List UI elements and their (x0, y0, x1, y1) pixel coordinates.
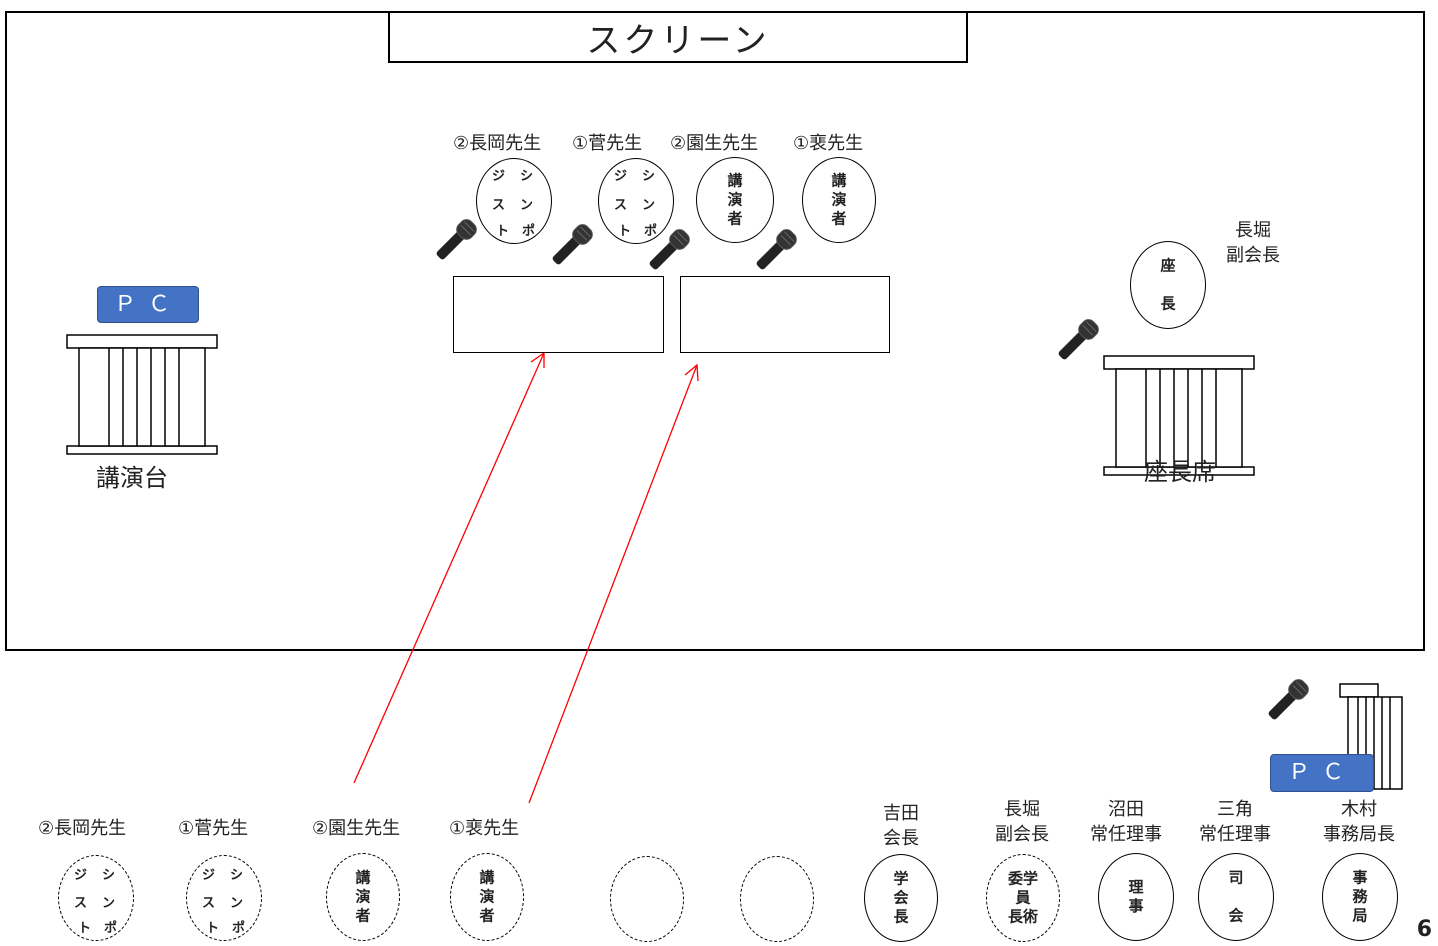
official-seat: 理 事 (1098, 853, 1174, 941)
stage-name-label: ①裵先生 (793, 133, 864, 154)
chair-name-label: 長堀 副会長 (1226, 220, 1280, 266)
floor-seat-empty (610, 856, 684, 942)
official-seat: 学 会 長 (864, 854, 938, 942)
floor-name-label: ①裵先生 (449, 818, 520, 839)
microphone-icon (1054, 316, 1102, 364)
microphone-icon (1264, 676, 1312, 724)
floor-seat-symposium: ジ シ ス ン ト ポ (186, 855, 262, 941)
floor-name-label: ②園生先生 (312, 818, 401, 839)
official-seat: 事 務 局 (1322, 853, 1398, 941)
official-name-label: 長堀 副会長 (995, 799, 1049, 845)
stage-desk (453, 276, 664, 353)
floor-seat-empty (740, 856, 814, 942)
microphone-icon (752, 226, 800, 274)
pc-box: ＰＣ (97, 286, 199, 323)
floor-seat-speaker: 講 演 者 (450, 853, 524, 941)
podium-lectern (66, 334, 218, 455)
microphone-icon (432, 216, 480, 264)
stage-name-label: ②長岡先生 (453, 133, 542, 154)
chair-seat-label: 座長席 (1144, 458, 1216, 486)
official-name-label: 吉田 会長 (883, 803, 919, 849)
microphone-icon (548, 221, 596, 269)
chair-seat: 座 長 (1130, 241, 1206, 329)
official-seat: 委学 員 長術 (986, 854, 1060, 942)
stage-seat-symposium: ジ シ ス ン ト ポ (598, 158, 674, 244)
stage-seat-symposium: ジ シ ス ン ト ポ (476, 158, 552, 244)
pc-box: ＰＣ (1270, 754, 1374, 792)
floor-seat-symposium: ジ シ ス ン ト ポ (58, 855, 134, 941)
official-name-label: 三角 常任理事 (1199, 799, 1271, 845)
stage-seat-speaker: 講 演 者 (802, 157, 876, 243)
stage-name-label: ②園生先生 (670, 133, 759, 154)
floor-name-label: ②長岡先生 (38, 818, 127, 839)
floor-name-label: ①菅先生 (178, 818, 249, 839)
floor-seat-speaker: 講 演 者 (326, 853, 400, 941)
screen-box: スクリーン (388, 11, 968, 63)
move-arrow (353, 351, 545, 784)
move-arrow (528, 363, 699, 804)
stage-desk (680, 276, 890, 353)
official-seat: 司 会 (1198, 853, 1274, 941)
page-number: 6 (1416, 917, 1432, 942)
official-name-label: 沼田 常任理事 (1090, 799, 1162, 845)
official-name-label: 木村 事務局長 (1323, 799, 1395, 845)
stage-seat-speaker: 講 演 者 (696, 157, 774, 243)
stage-name-label: ①菅先生 (572, 133, 643, 154)
podium-label: 講演台 (96, 464, 168, 492)
